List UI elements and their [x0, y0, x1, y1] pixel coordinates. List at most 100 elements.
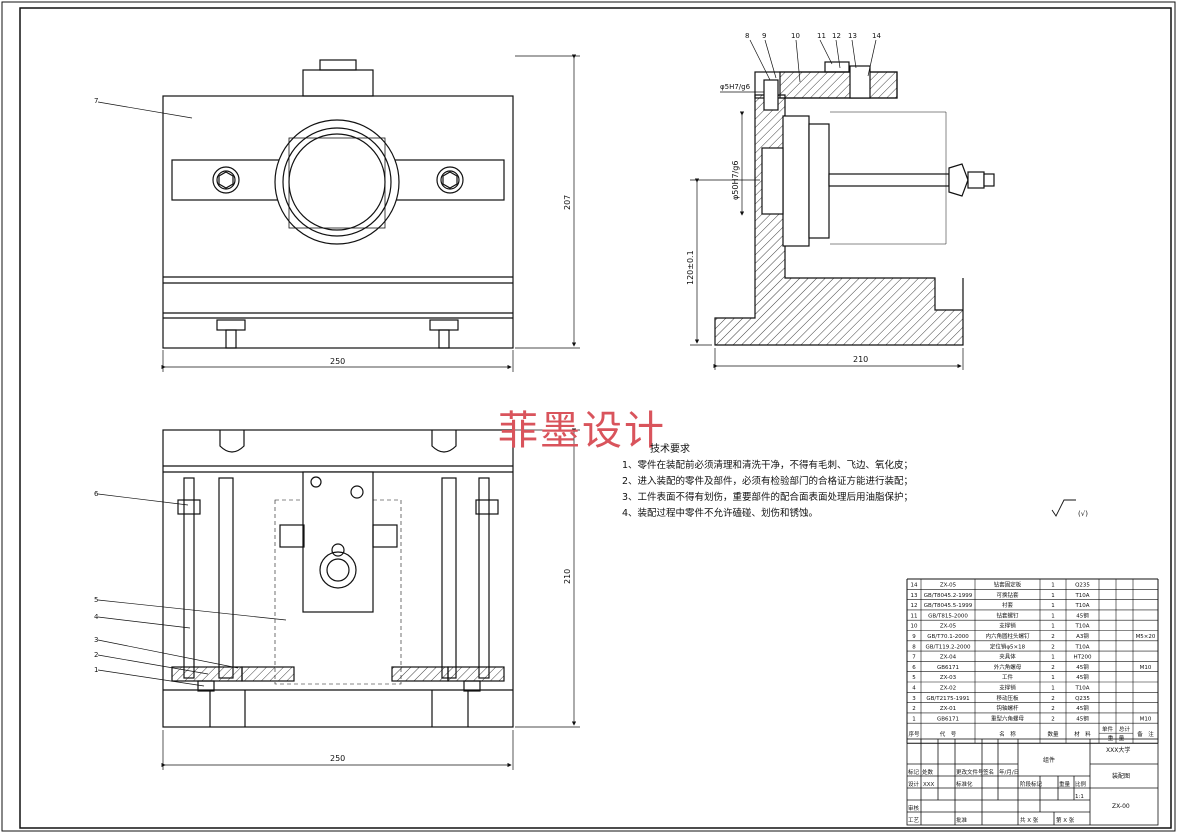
dim-bottom-height: 210 [563, 569, 572, 584]
svg-text:标记: 标记 [908, 768, 920, 776]
svg-text:XXX大学: XXX大学 [1106, 746, 1130, 754]
label-part-3: 3 [94, 636, 98, 644]
label-part-12: 12 [832, 32, 841, 40]
side-dimensions [690, 39, 964, 370]
requirement-4: 4、装配过程中零件不允许磕碰、划伤和锈蚀。 [622, 508, 819, 519]
bom-header-no: 序号 [908, 730, 920, 738]
svg-text:组件: 组件 [1043, 756, 1055, 764]
svg-text:年/月/日: 年/月/日 [999, 768, 1019, 776]
bom-cell: ZX-01 [940, 706, 956, 712]
bom-cell: 12 [911, 603, 918, 609]
bom-cell: 1 [1051, 655, 1055, 661]
bom-cell: 1 [1051, 583, 1055, 589]
bom-cell: 1 [1051, 675, 1055, 681]
svg-text:重量: 重量 [1059, 780, 1071, 788]
front-dimensions [97, 54, 580, 372]
label-part-6: 6 [94, 490, 99, 498]
bom-cell: ZX-04 [940, 655, 957, 661]
bom-cell: 9 [912, 634, 916, 640]
svg-text:共 X 张: 共 X 张 [1020, 816, 1039, 824]
bom-cell: 1 [1051, 686, 1055, 692]
bom-cell: M10 [1140, 716, 1152, 722]
bom-cell: T10A [1074, 593, 1089, 599]
bom-cell: 6 [912, 665, 916, 671]
bom-header-material: 材 料 [1074, 730, 1091, 738]
bom-cell: T10A [1074, 603, 1089, 609]
technical-requirements: 技术要求 1、零件在装配前必须清理和清洗干净，不得有毛刺、飞边、氧化皮； 2、进… [622, 442, 913, 522]
dim-side-height: 120±0.1 [686, 250, 695, 285]
dim-side-width: 210 [853, 355, 868, 364]
dim-top-fit: φ5H7/g6 [720, 83, 751, 91]
bom-cell: 工件 [1002, 673, 1014, 681]
title-block [906, 738, 1159, 826]
label-part-4: 4 [94, 613, 99, 621]
bom-cell: ZX-05 [940, 624, 957, 630]
roughness-symbol [1051, 499, 1076, 517]
label-part-9: 9 [762, 32, 766, 40]
bom-cell: 2 [1051, 716, 1055, 722]
bom-cell: 2 [1051, 696, 1055, 702]
bom-cell: 11 [911, 613, 918, 619]
svg-text:标准化: 标准化 [956, 780, 973, 788]
bom-cell: 1 [912, 716, 916, 722]
title-block-text: 组件 XXX大学 装配图 ZX-00 标记 处数 更改文件号 签名 年/月/日 … [908, 746, 1130, 824]
bom-cell: 1 [1051, 603, 1055, 609]
bom-cell: 45钢 [1076, 611, 1089, 619]
dim-side-fit: φ50H7/g6 [731, 161, 740, 200]
dim-front-width: 250 [330, 357, 345, 366]
watermark: 菲墨设计 [498, 408, 666, 454]
svg-text:装配图: 装配图 [1112, 772, 1130, 780]
bom-cell: 移动压板 [996, 694, 1019, 702]
svg-text:ZX-00: ZX-00 [1112, 803, 1130, 810]
requirement-3: 3、工件表面不得有划伤，重要部件的配合面表面处理后用油脂保护； [622, 492, 914, 503]
svg-text:1:1: 1:1 [1075, 794, 1084, 800]
requirement-1: 1、零件在装配前必须清理和清洗干净，不得有毛刺、飞边、氧化皮； [622, 460, 914, 471]
front-view [162, 59, 514, 349]
bom-cell: 3 [912, 696, 916, 702]
label-part-11: 11 [817, 32, 826, 40]
bom-cell: 可换钻套 [996, 591, 1019, 599]
label-part-14: 14 [872, 32, 881, 40]
bom-cell: T10A [1074, 624, 1089, 630]
bom-cell: 支撑销 [999, 622, 1016, 630]
bom-cell: 定位销φ5×18 [990, 642, 1026, 650]
label-part-5: 5 [94, 596, 98, 604]
bom-cell: T10A [1074, 644, 1089, 650]
bom-cell: HT200 [1074, 655, 1092, 661]
bom-cell: T10A [1074, 686, 1089, 692]
bom-cell: GB/T8045.2-1999 [924, 593, 973, 599]
svg-text:第 X 张: 第 X 张 [1056, 816, 1075, 824]
bom-header-qty: 数量 [1047, 730, 1059, 738]
inner-border [19, 7, 1172, 829]
side-view [714, 61, 995, 346]
bom-cell: Q235 [1075, 696, 1090, 702]
bom-header-remark: 备 注 [1137, 730, 1154, 738]
bom-cell: 2 [1051, 634, 1055, 640]
bom-cell: 1 [1051, 593, 1055, 599]
svg-text:批准: 批准 [956, 816, 968, 824]
svg-text:处数: 处数 [922, 768, 934, 776]
bottom-dimensions [97, 428, 580, 770]
bom-cell: 钻套螺钉 [996, 611, 1019, 619]
label-part-13: 13 [848, 32, 857, 40]
bom-cell: 5 [912, 675, 916, 681]
bom-cell: GB/T2175-1991 [926, 696, 969, 702]
bom-cell: 4 [912, 686, 916, 692]
svg-text:比例: 比例 [1075, 780, 1087, 788]
svg-text:设计: 设计 [908, 780, 920, 788]
svg-text:审核: 审核 [908, 804, 920, 812]
label-part-1: 1 [94, 666, 98, 674]
technical-requirements-title: 技术要求 [650, 444, 690, 455]
bom-cell: 2 [1051, 665, 1055, 671]
svg-text:工艺: 工艺 [908, 817, 920, 824]
roughness-note: (√) [1078, 510, 1088, 518]
bom-cell: GB/T815-2000 [928, 613, 968, 619]
bom-cell: GB6171 [937, 665, 959, 671]
label-part-8: 8 [745, 32, 749, 40]
bom-cell: Q235 [1075, 583, 1090, 589]
bom-cell: 钩轴螺杆 [996, 704, 1019, 712]
bom-cell: 衬套 [1002, 601, 1014, 609]
